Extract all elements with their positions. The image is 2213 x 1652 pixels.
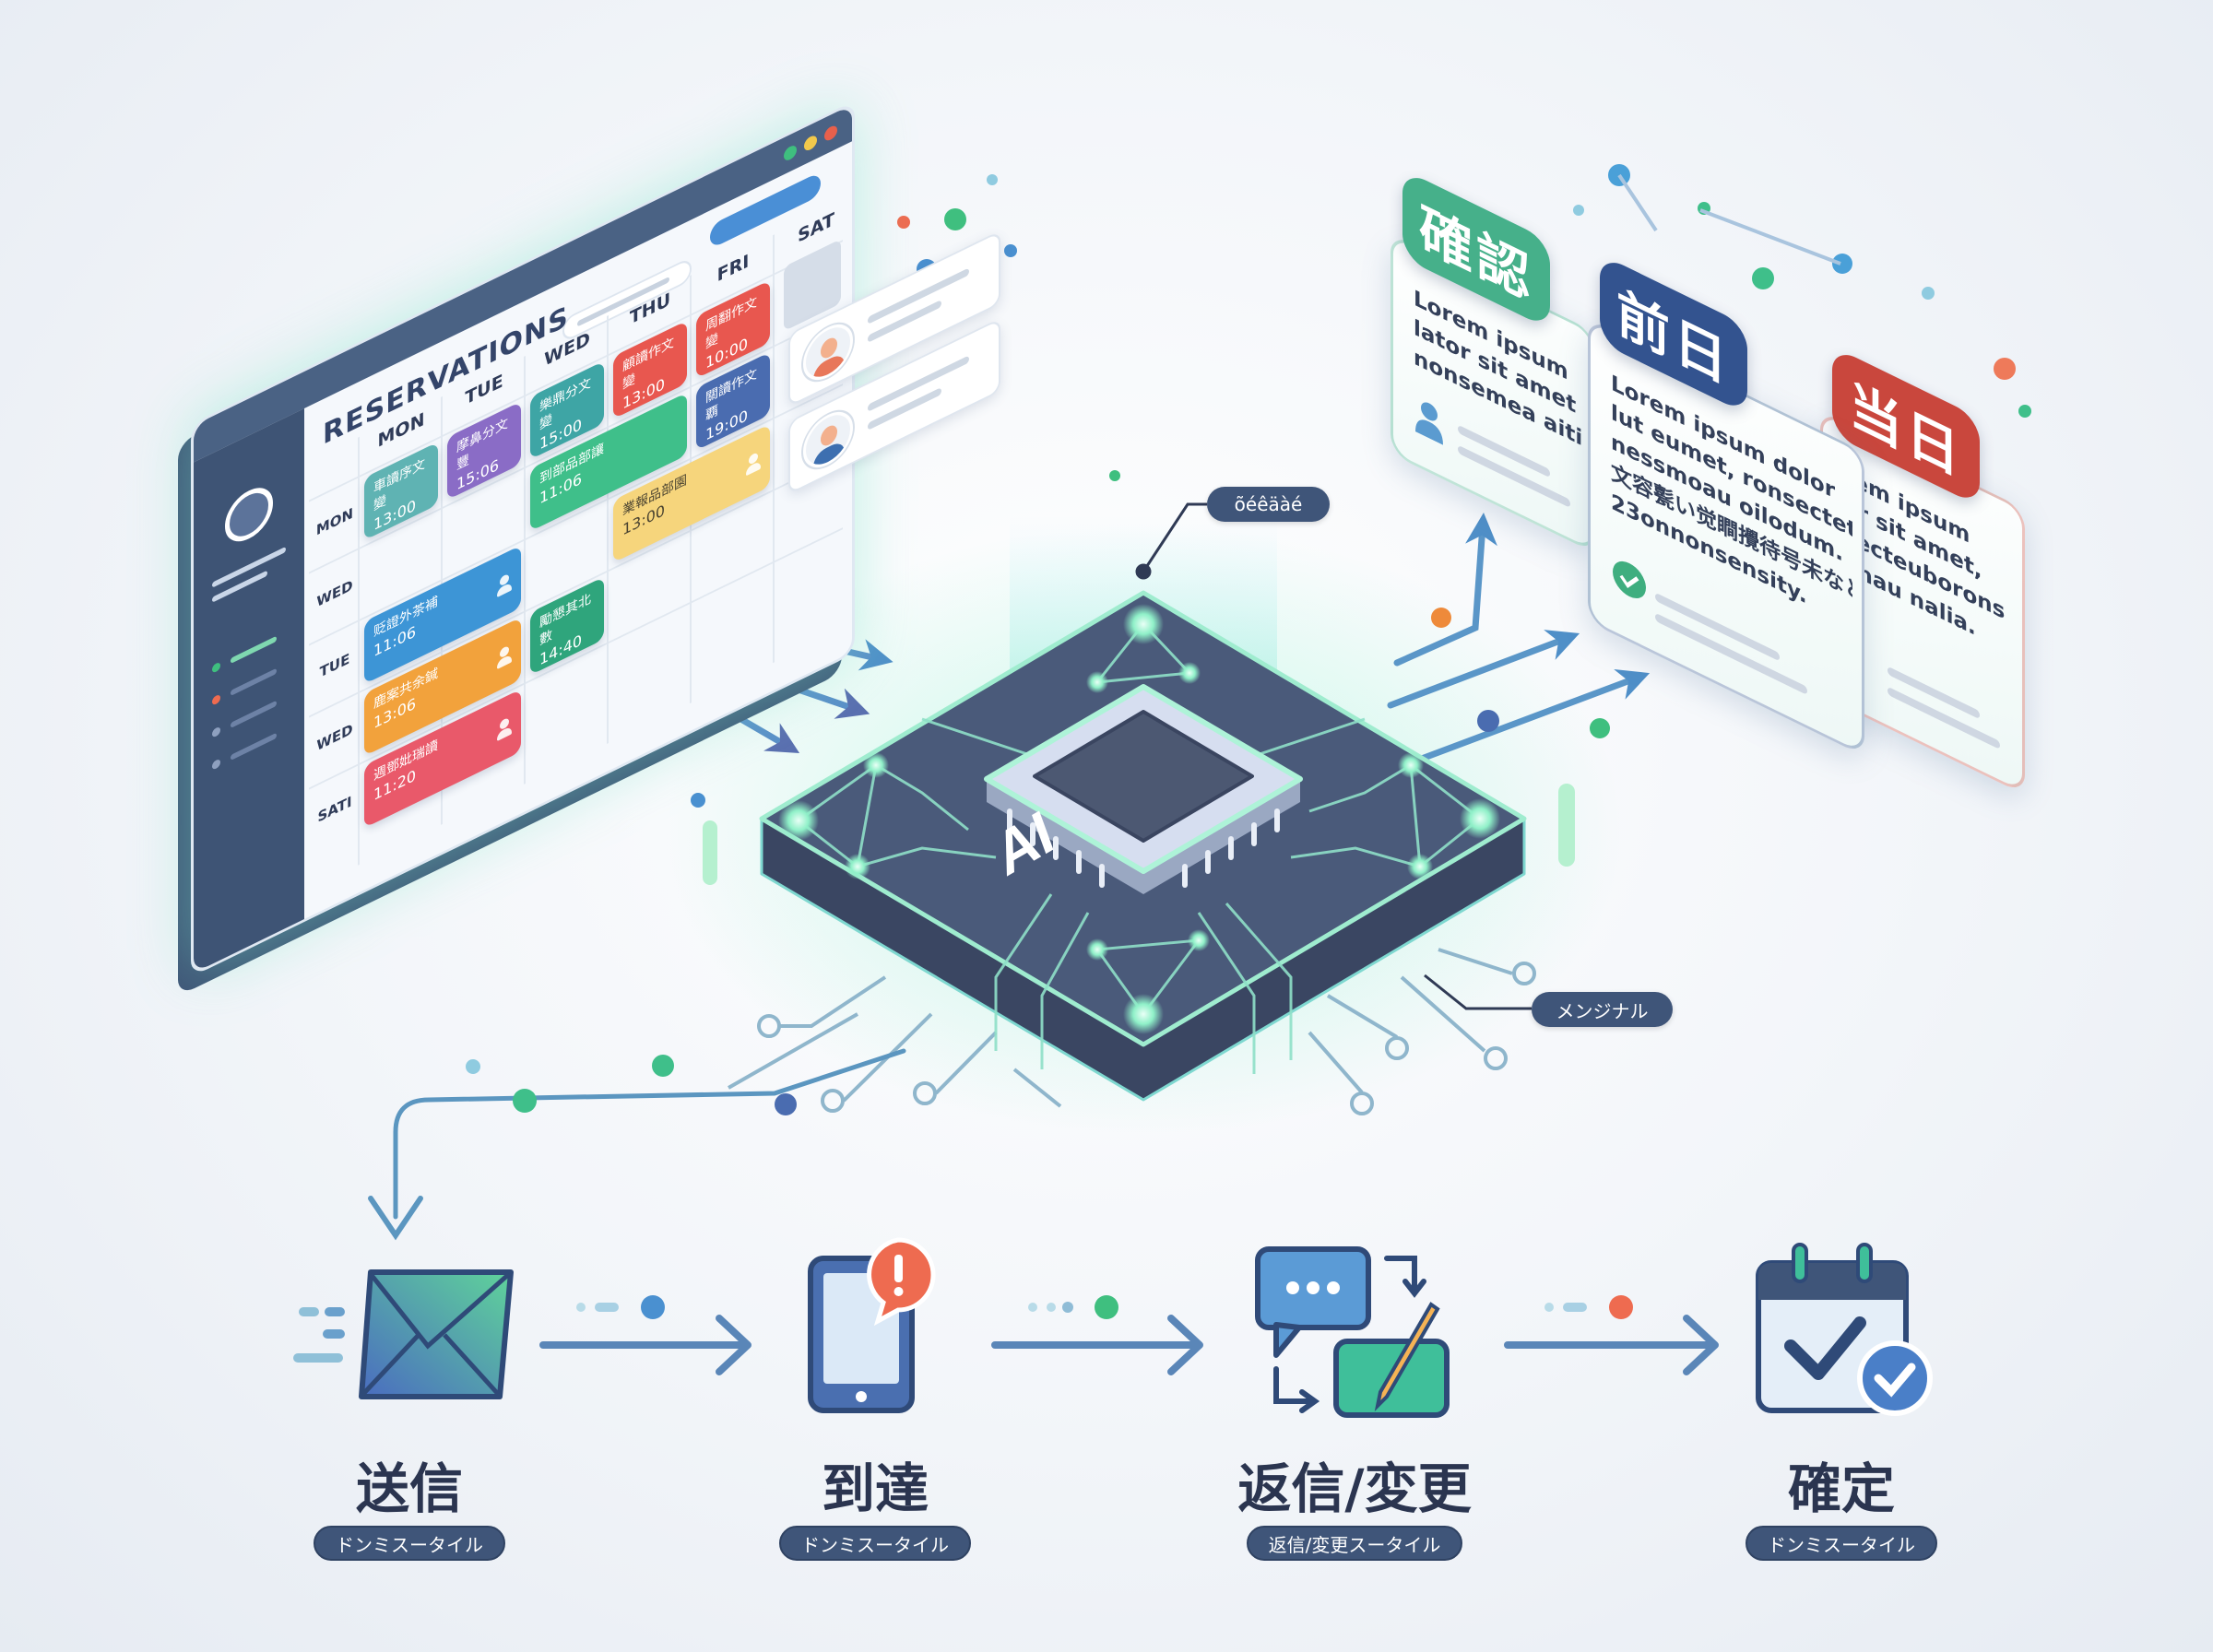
sidebar-item[interactable] xyxy=(231,700,277,729)
window-dot-red[interactable] xyxy=(824,124,837,143)
step-tag: ドンミスータイル xyxy=(779,1526,971,1561)
row-label: SATI xyxy=(317,792,352,826)
flow-arrows xyxy=(539,1315,1719,1375)
row-label: MON xyxy=(315,504,354,539)
callout-lines xyxy=(1135,502,1532,1010)
check-circle-icon xyxy=(1613,560,1646,598)
sidebar-item-dot[interactable] xyxy=(212,726,220,738)
step-label: 送信 xyxy=(355,1457,463,1520)
output-arrows xyxy=(1387,513,1651,766)
grid-line xyxy=(524,355,526,785)
decor-dots xyxy=(466,164,2031,1115)
sidebar-item[interactable] xyxy=(231,667,277,697)
callout-tag-bottom: メンジナル xyxy=(1532,992,1673,1027)
chat-edit-icon xyxy=(1249,1240,1461,1428)
sidebar-item-dot[interactable] xyxy=(212,758,220,771)
ai-chip xyxy=(759,590,1527,1102)
grid-line xyxy=(607,315,609,745)
phone-alert-icon xyxy=(783,1231,967,1419)
step-label: 到達 xyxy=(821,1457,929,1520)
user-avatar-icon xyxy=(225,478,273,550)
row-label: WED xyxy=(316,576,353,611)
step-label: 返信/変更 xyxy=(1237,1457,1472,1520)
sidebar-item-dot[interactable] xyxy=(212,661,220,674)
window-dot-yellow[interactable] xyxy=(804,133,817,153)
man-avatar-icon xyxy=(803,402,853,478)
grid-line xyxy=(773,234,775,664)
flow-path xyxy=(368,1048,906,1241)
sidebar-bar xyxy=(212,570,267,603)
calendar-check-icon xyxy=(1740,1240,1943,1428)
callout-tag-top: õéêäàé xyxy=(1207,487,1330,522)
flow-arrow-dots xyxy=(576,1295,1633,1319)
sidebar xyxy=(194,408,304,974)
step-label: 確定 xyxy=(1787,1457,1895,1520)
sidebar-item-dot[interactable] xyxy=(212,693,220,706)
sidebar-item[interactable] xyxy=(231,732,277,761)
row-label: TUE xyxy=(319,649,350,681)
envelope-icon xyxy=(290,1254,529,1414)
step-tag: ドンミスータイル xyxy=(1746,1526,1937,1561)
woman-avatar-icon xyxy=(803,314,853,390)
step-tag: 返信/変更スータイル xyxy=(1246,1526,1463,1561)
sidebar-item[interactable] xyxy=(231,635,277,665)
row-label: WED xyxy=(316,720,353,755)
step-tag: ドンミスータイル xyxy=(314,1526,505,1561)
window-dot-green[interactable] xyxy=(784,143,797,163)
person-icon xyxy=(1415,402,1443,445)
